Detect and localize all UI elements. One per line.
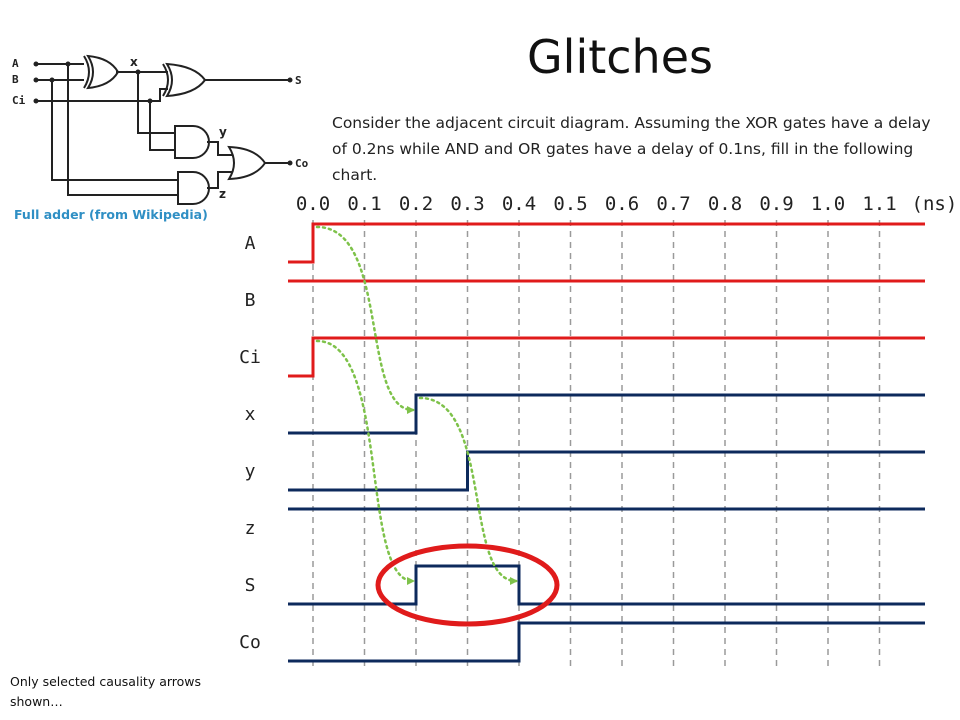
pin-ci-dot xyxy=(33,98,39,104)
time-tick-label: 0.2 xyxy=(399,193,433,215)
time-tick-label: 0.0 xyxy=(296,193,330,215)
node-x-label: x xyxy=(130,55,138,69)
pin-b-dot xyxy=(33,77,39,83)
waveform-ci xyxy=(288,336,925,378)
pin-a-dot xyxy=(33,61,39,67)
waveform-a xyxy=(288,222,925,264)
signal-label-b: B xyxy=(245,290,256,311)
time-tick-label: 1.1 xyxy=(862,193,896,215)
signal-label-x: x xyxy=(245,404,256,425)
waveform-x xyxy=(288,393,925,435)
pin-s-label: S xyxy=(295,74,302,87)
pin-co-dot xyxy=(287,160,293,166)
and2-gate xyxy=(177,171,210,205)
pin-a-label: A xyxy=(12,57,19,70)
waveform-s xyxy=(288,564,925,606)
xor1-back xyxy=(83,55,90,89)
wire-b-tap xyxy=(51,80,178,181)
time-tick-label: 0.3 xyxy=(450,193,484,215)
circuit-caption: Full adder (from Wikipedia) xyxy=(14,207,208,222)
or-gate xyxy=(227,145,267,181)
wire-ci-tap xyxy=(149,101,175,151)
pin-b-label: B xyxy=(12,73,19,86)
time-unit-label: (ns) xyxy=(912,193,958,215)
node-z-label: z xyxy=(219,187,226,201)
slide-title: Glitches xyxy=(527,30,713,84)
xor2-back xyxy=(162,63,169,97)
pin-s-dot xyxy=(287,77,293,83)
wire-a-tap xyxy=(67,64,178,196)
wire-z xyxy=(207,171,232,189)
wire-y xyxy=(207,141,232,156)
description-text: Consider the adjacent circuit diagram. A… xyxy=(332,114,931,184)
signal-label-a: A xyxy=(245,233,256,254)
node-y-label: y xyxy=(219,125,227,139)
full-adder-circuit: A B Ci S Co x y z xyxy=(12,54,309,205)
junction-ci xyxy=(147,98,153,104)
and1-gate xyxy=(174,125,210,159)
time-tick-label: 0.7 xyxy=(656,193,690,215)
time-tick-label: 0.8 xyxy=(708,193,742,215)
wire-ci xyxy=(36,88,168,102)
causality-arrow xyxy=(418,396,518,585)
signal-label-co: Co xyxy=(239,632,261,653)
waveform-y xyxy=(288,450,925,492)
time-tick-label: 1.0 xyxy=(811,193,845,215)
causality-arrow xyxy=(315,339,415,585)
waveform-co xyxy=(288,621,925,663)
signal-label-z: z xyxy=(245,518,256,539)
footnote-text: Only selected causality arrows shown… xyxy=(10,674,202,709)
glitch-highlight-ellipse xyxy=(375,543,560,627)
junction-x xyxy=(135,69,141,75)
xor2-gate xyxy=(165,62,207,98)
time-tick-label: 0.1 xyxy=(347,193,381,215)
pin-ci-label: Ci xyxy=(12,94,26,107)
time-tick-label: 0.6 xyxy=(605,193,639,215)
time-tick-label: 0.4 xyxy=(502,193,536,215)
signal-label-ci: Ci xyxy=(239,347,261,368)
xor1-gate xyxy=(86,54,120,90)
pin-co-label: Co xyxy=(295,157,309,170)
signal-label-s: S xyxy=(245,575,256,596)
time-tick-label: 0.9 xyxy=(759,193,793,215)
signal-label-y: y xyxy=(245,461,256,482)
junction-b xyxy=(49,77,55,83)
causality-arrow xyxy=(315,225,415,414)
time-tick-label: 0.5 xyxy=(553,193,587,215)
junction-a xyxy=(65,61,71,67)
wire-x-tap xyxy=(137,72,175,134)
